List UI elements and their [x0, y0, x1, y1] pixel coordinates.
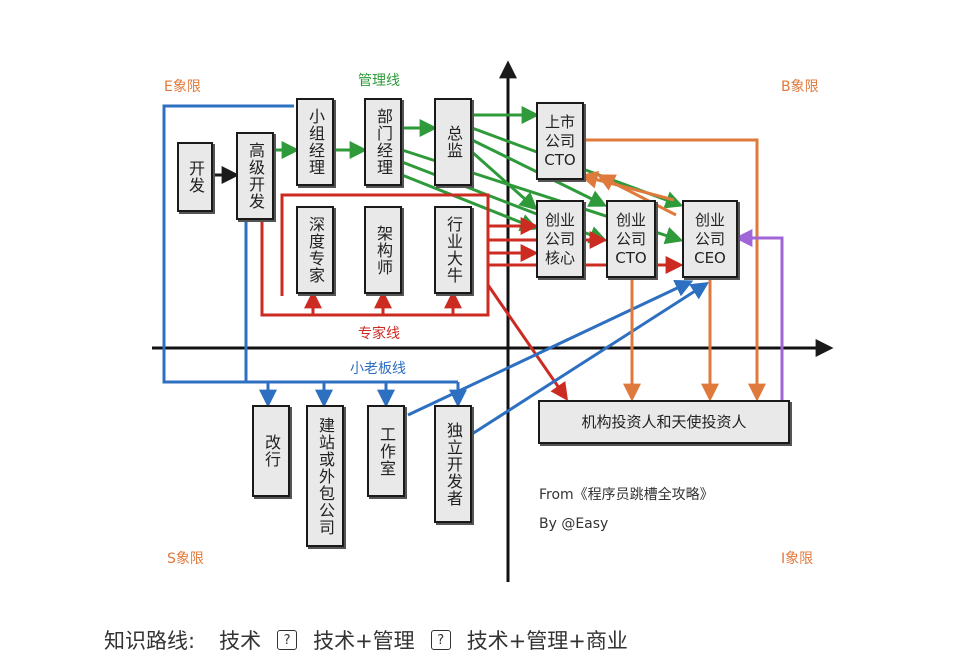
boss-line-label: 小老板线	[350, 361, 406, 377]
quadrant-s-label: S象限	[167, 551, 204, 567]
node-director-label: 总监	[444, 125, 463, 159]
expert-arrows	[260, 193, 684, 401]
quadrant-b-label: B象限	[781, 79, 819, 95]
node-listed-cto: 上市 公司 CTO	[536, 102, 584, 180]
node-industry-guru: 行业大牛	[434, 206, 472, 294]
node-industry-guru-label: 行业大牛	[444, 216, 463, 284]
node-indie-dev-label: 独立开发者	[444, 421, 463, 507]
node-senior-dev-label: 高级开发	[246, 142, 265, 210]
node-outsourcing-label: 建站或外包公司	[316, 416, 335, 536]
node-outsourcing: 建站或外包公司	[306, 405, 344, 547]
node-architect: 架构师	[364, 206, 402, 294]
source-credit: From《程序员跳槽全攻略》	[539, 487, 714, 503]
node-startup-cto: 创业 公司 CTO	[606, 200, 656, 278]
management-line-label: 管理线	[358, 73, 400, 89]
footer-step-tech: 技术	[219, 629, 262, 653]
footer-step-tech-mgmt-biz: 技术+管理+商业	[466, 629, 628, 653]
diagram-connectors	[152, 60, 834, 582]
axes	[152, 60, 834, 582]
node-dept-manager: 部门经理	[364, 98, 402, 186]
node-career-change: 改行	[252, 405, 290, 497]
node-studio: 工作室	[367, 405, 405, 497]
node-dept-manager-label: 部门经理	[374, 108, 393, 176]
node-investors-label: 机构投资人和天使投资人	[581, 412, 747, 431]
node-dev-label: 开发	[186, 160, 205, 194]
node-startup-cto-label: 创业 公司 CTO	[615, 210, 647, 267]
node-startup-ceo: 创业 公司 CEO	[682, 200, 738, 278]
quadrant-e-label: E象限	[164, 79, 201, 95]
node-deep-expert: 深度专家	[296, 206, 334, 294]
career-path-diagram: 开发 高级开发 小组经理 部门经理 总监 深度专家 架构师 行业大牛 上市 公司…	[152, 60, 834, 582]
footer-arrow-icon: ?	[430, 630, 451, 650]
node-startup-core: 创业 公司 核心	[536, 200, 584, 278]
boss-arrows	[162, 104, 710, 436]
node-startup-core-label: 创业 公司 核心	[544, 210, 575, 267]
footer-lead: 知识路线:	[104, 629, 196, 653]
footer-step-tech-mgmt: 技术+管理	[313, 629, 415, 653]
investor-to-ceo-arrow	[734, 229, 784, 400]
footer-arrow-icon: ?	[277, 630, 298, 650]
investment-arrows	[579, 138, 766, 402]
node-team-manager: 小组经理	[296, 98, 334, 186]
node-career-change-label: 改行	[262, 434, 281, 468]
node-senior-dev: 高级开发	[236, 132, 274, 220]
node-team-manager-label: 小组经理	[306, 108, 325, 176]
quadrant-i-label: I象限	[781, 551, 814, 567]
node-investors: 机构投资人和天使投资人	[538, 400, 790, 444]
expert-line-label: 专家线	[358, 326, 400, 342]
author-credit: By @Easy	[539, 516, 609, 532]
node-deep-expert-label: 深度专家	[306, 216, 325, 284]
node-studio-label: 工作室	[377, 425, 396, 477]
node-dev: 开发	[177, 142, 213, 212]
node-architect-label: 架构师	[374, 224, 393, 276]
node-listed-cto-label: 上市 公司 CTO	[544, 112, 576, 169]
node-indie-dev: 独立开发者	[434, 405, 472, 523]
knowledge-path-footer: 知识路线: 技术 ? 技术+管理 ? 技术+管理+商业	[104, 625, 628, 655]
node-startup-ceo-label: 创业 公司 CEO	[694, 210, 726, 267]
node-director: 总监	[434, 98, 472, 186]
